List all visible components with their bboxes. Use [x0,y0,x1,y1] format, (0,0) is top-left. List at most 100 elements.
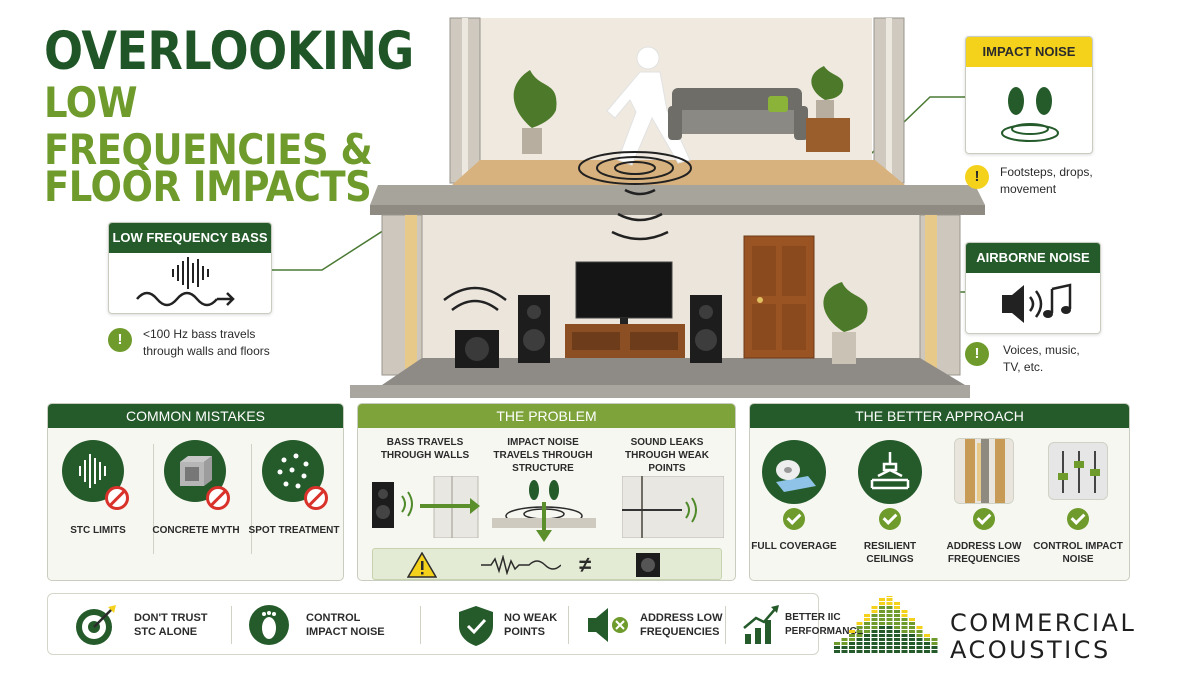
speaker-x-icon [588,608,628,642]
equalizer-segment [871,642,878,645]
impact-noise-alert-icon: ! [965,165,989,189]
equalizer-segment [909,634,915,637]
equalizer-segment [916,646,923,649]
equalizer-segment [886,602,893,605]
waveform-icon [481,555,561,575]
concrete-slab [370,185,985,205]
equalizer-segment [886,642,893,645]
target-icon [76,605,116,645]
impact-noise-note: Footsteps, drops, movement [1000,165,1093,196]
approach-label: ADDRESS LOW FREQUENCIES [946,541,1022,565]
equalizer-segment [909,622,915,625]
equalizer-segment [894,626,900,629]
low-frequency-bass-title: LOW FREQUENCY BASS [109,223,271,253]
common-mistakes-panel: COMMON MISTAKES STC LIMITS CONCRETE MYTH… [47,403,344,581]
equalizer-segment [864,642,870,645]
equalizer-segment [871,614,878,617]
equalizer-segment [916,650,923,653]
equalizer-segment [909,626,915,629]
equalizer-segment [841,642,848,645]
equalizer-segment [909,618,915,621]
equalizer-segment [931,646,938,649]
equalizer-segment [894,606,900,609]
equalizer-segment [894,610,900,613]
equalizer-segment [871,626,878,629]
key-takeaways-bar: DON'T TRUST STC ALONE CONTROL IMPACT NOI… [47,593,863,656]
low-frequency-bass-callout: LOW FREQUENCY BASS [108,222,272,314]
takeaway-item: ADDRESS LOW FREQUENCIES [570,594,723,656]
equalizer-segment [879,622,885,625]
equalizer-segment [856,634,863,637]
airborne-alert-icon: ! [965,342,989,366]
equalizer-segment [841,638,848,641]
equalizer-segment [856,646,863,649]
equalizer-segment [909,650,915,653]
problem-summary-strip: ≠ [372,548,722,580]
equalizer-segment [856,650,863,653]
better-approach-panel: THE BETTER APPROACH FULL COVERAGE RESILI… [749,403,1130,581]
title-line-3: FLOOR IMPACTS [44,162,372,212]
equalizer-segment [879,618,885,621]
equalizer-segment [931,642,938,645]
impact-noise-callout: IMPACT NOISE [965,36,1093,154]
connector-bass [272,224,393,271]
equalizer-segment [864,646,870,649]
equalizer-segment [834,646,840,649]
equalizer-logo [834,596,938,653]
impact-noise-title: IMPACT NOISE [966,37,1092,67]
walking-person-icon [606,46,691,166]
equalizer-segment [864,622,870,625]
equalizer-segment [886,606,893,609]
equalizer-segment [886,618,893,621]
equalizer-segment [894,622,900,625]
equalizer-segment [931,650,938,653]
equalizer-segment [901,610,908,613]
impact-ripples [578,151,692,185]
equalizer-segment [849,634,855,637]
equalizer-segment [864,638,870,641]
common-mistakes-title: COMMON MISTAKES [48,404,343,428]
equalizer-segment [864,650,870,653]
airborne-noise-note: Voices, music, TV, etc. [1003,343,1080,374]
approach-label: CONTROL IMPACT NOISE [1033,541,1123,565]
problem-label: IMPACT NOISE TRAVELS THROUGH STRUCTURE [493,437,593,474]
equalizer-segment [856,622,863,625]
speaker-icon [690,295,722,363]
speaker-icon [518,295,550,363]
equalizer-segment [849,630,855,633]
equalizer-segment [849,646,855,649]
equalizer-segment [856,630,863,633]
check-icon [783,508,805,530]
equalizer-segment [871,650,878,653]
door-icon [743,235,815,359]
equalizer-segment [879,650,885,653]
bass-waves [443,286,507,311]
equalizer-segment [864,614,870,617]
equalizer-segment [879,610,885,613]
footprints-icon [492,480,596,542]
tv-icon [565,261,685,358]
equalizer-segment [856,638,863,641]
equalizer-segment [886,634,893,637]
equalizer-segment [886,596,893,597]
equalizer-segment [886,646,893,649]
takeaway-item: CONTROL IMPACT NOISE [233,594,403,656]
equalizer-segment [849,642,855,645]
not-equal-symbol: ≠ [579,552,592,577]
equalizer-segment [886,626,893,629]
upper-floor [452,160,905,185]
equalizer-segment [901,626,908,629]
speaker-music-icon [1002,283,1072,323]
equalizer-segment [879,598,885,601]
takeaway-label: ADDRESS LOW FREQUENCIES [640,612,723,638]
prohibited-icon [304,486,328,510]
equalizer-segment [901,650,908,653]
equalizer-segment [886,638,893,641]
equalizer-segment [871,610,878,613]
approach-label: FULL COVERAGE [751,541,837,552]
mistake-label: CONCRETE MYTH [152,525,240,536]
equalizer-segment [901,646,908,649]
equalizer-segment [864,626,870,629]
speaker-icon [636,553,660,577]
airborne-noise-title: AIRBORNE NOISE [966,243,1100,273]
